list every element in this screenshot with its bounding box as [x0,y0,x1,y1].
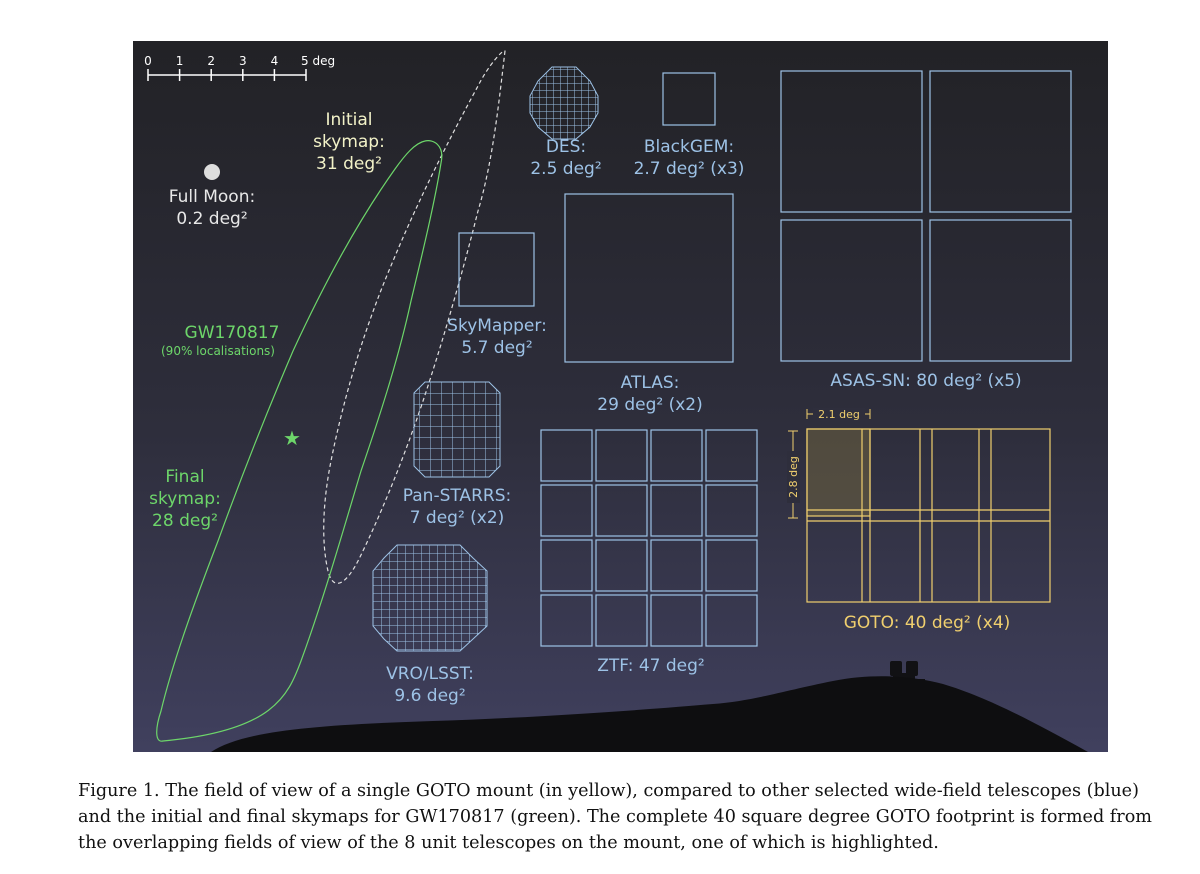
scale-bar: 0 1 2 3 4 5 deg [144,54,335,81]
blackgem-label: BlackGEM: [644,137,734,157]
asassn-footprint [780,70,1072,362]
goto-height-label-bg [787,451,800,503]
gw170817-label: GW170817 [185,323,280,343]
final-skymap-contour [156,140,443,742]
gw170817-sublabel: (90% localisations) [161,344,275,358]
full-moon-disc [204,164,220,180]
skymapper-area: 5.7 deg² [461,338,532,358]
des-footprint [529,66,599,140]
full-moon-area: 0.2 deg² [176,209,247,229]
initial-skymap-label-3: 31 deg² [316,154,382,174]
full-moon-label: Full Moon: [169,187,255,207]
skymapper-footprint [458,232,535,307]
initial-skymap-label-2: skymap: [313,132,385,152]
figure-caption: Figure 1. The field of view of a single … [78,781,1152,853]
des-label: DES: [546,137,586,157]
panstarrs-footprint [413,381,501,478]
telescope-field-of-view-figure: 0 1 2 3 4 5 deg Full Moon: 0.2 deg² Init… [133,41,1108,752]
scale-tick-2: 2 [207,54,215,68]
vro-footprint [372,544,488,652]
des-area: 2.5 deg² [530,159,601,179]
initial-skymap-contour [323,50,506,584]
atlas-area: 29 deg² (x2) [597,395,702,415]
scale-tick-5: 5 deg [301,54,335,68]
figure-background [133,41,1108,752]
scale-tick-4: 4 [271,54,279,68]
ztf-footprint [540,429,758,647]
panstarrs-label: Pan-STARRS: [403,486,511,506]
blackgem-footprint [662,72,716,126]
goto-width-label-bg [813,408,865,421]
scale-tick-0: 0 [144,54,152,68]
asassn-label: ASAS-SN: 80 deg² (x5) [830,371,1021,391]
gw170817-star-icon: ★ [283,426,301,450]
goto-label: GOTO: 40 deg² (x4) [844,613,1011,633]
blackgem-area: 2.7 deg² (x3) [634,159,745,179]
final-skymap-label-2: skymap: [149,489,221,509]
hill-silhouette [211,676,1088,752]
goto-width-label: 2.1 deg [818,408,860,421]
final-skymap-label-1: Final [165,467,204,487]
atlas-label: ATLAS: [621,373,680,393]
atlas-footprint [564,193,734,363]
scale-tick-1: 1 [176,54,184,68]
ztf-label: ZTF: 47 deg² [597,656,705,676]
scale-tick-3: 3 [239,54,247,68]
final-skymap-label-3: 28 deg² [152,511,218,531]
panstarrs-area: 7 deg² (x2) [410,508,505,528]
vro-label: VRO/LSST: [386,664,474,684]
initial-skymap-label-1: Initial [325,110,372,130]
goto-footprint [806,428,1051,603]
skymapper-label: SkyMapper: [447,316,547,336]
goto-height-label: 2.8 deg [787,456,800,498]
vro-area: 9.6 deg² [394,686,465,706]
